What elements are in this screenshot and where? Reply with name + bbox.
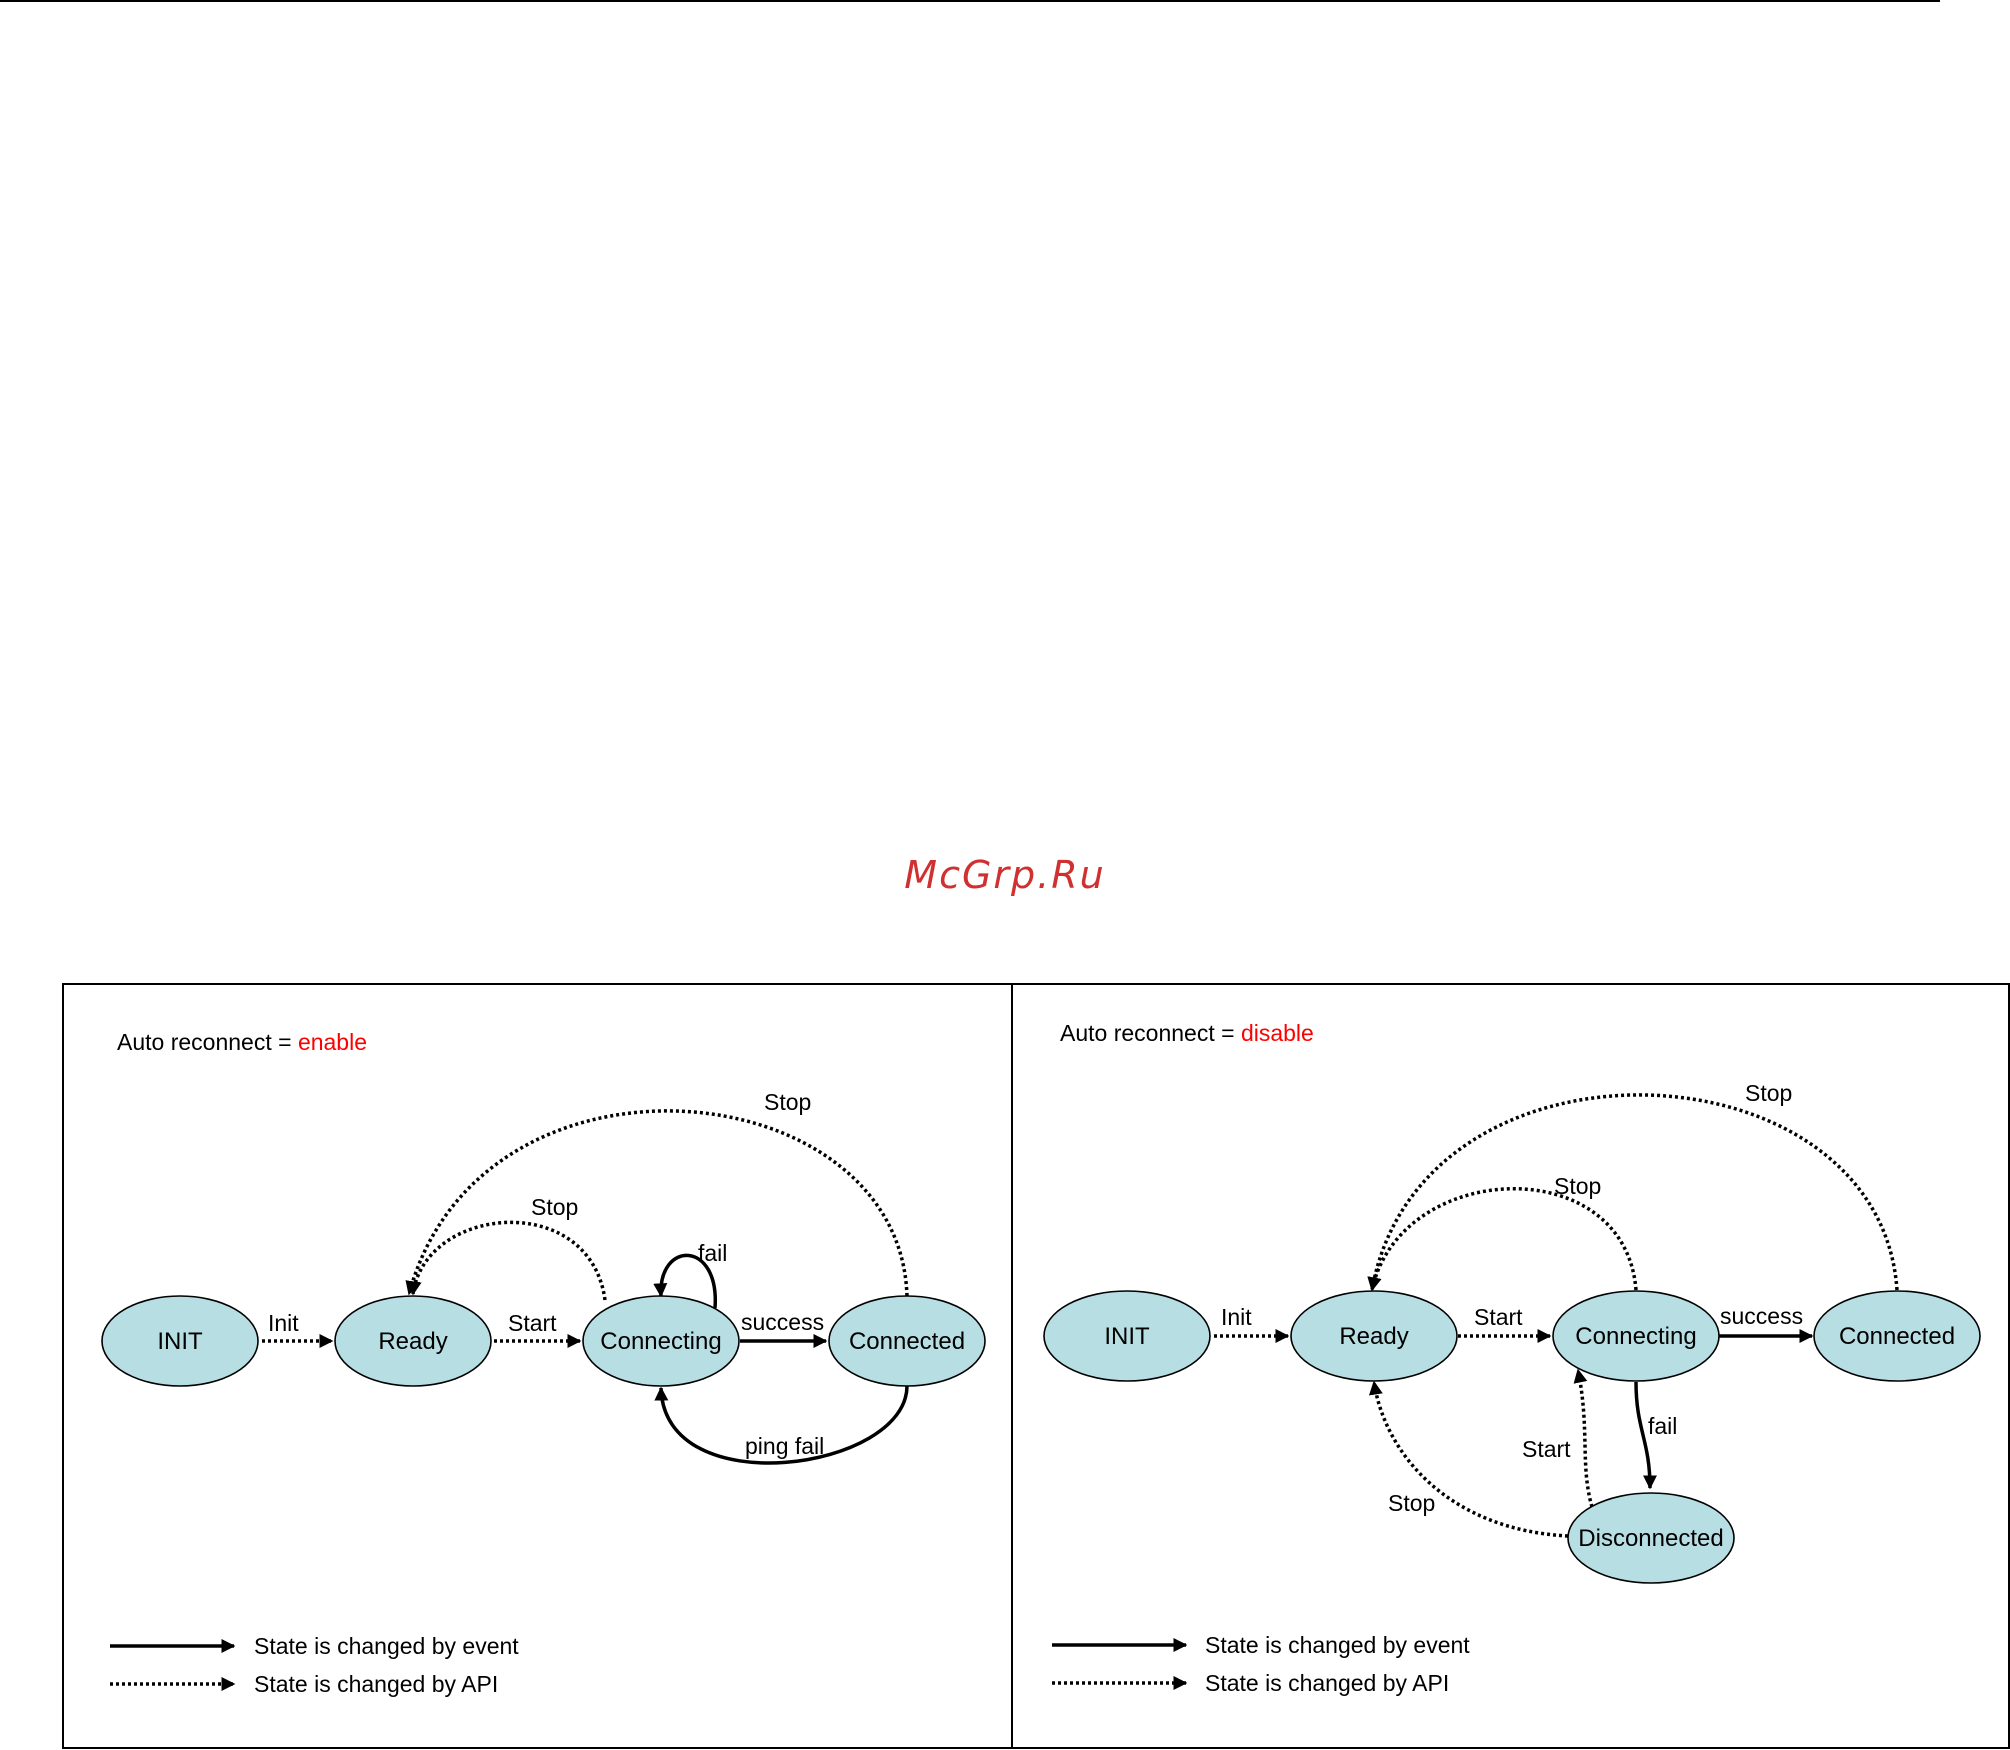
right-edge-stop-disconnected [1368, 1380, 1569, 1538]
right-label-start-disconnected: Start [1522, 1436, 1571, 1462]
left-node-init: INIT [101, 1295, 259, 1387]
right-panel-title: Auto reconnect = disable [1060, 1020, 1314, 1046]
right-node-connecting: Connecting [1552, 1290, 1720, 1382]
right-panel-title-value: disable [1241, 1020, 1314, 1046]
right-node-connecting-label: Connecting [1575, 1323, 1696, 1350]
left-node-init-label: INIT [157, 1328, 203, 1355]
left-node-connecting-label: Connecting [600, 1328, 721, 1355]
right-label-success: success [1720, 1303, 1803, 1329]
right-edge-stop-connected [1367, 1093, 1899, 1292]
left-label-start: Start [508, 1310, 557, 1336]
figure-frame [62, 983, 2010, 1749]
left-edge-fail-loop [653, 1253, 717, 1309]
right-edge-start-disconnected [1573, 1368, 1594, 1508]
right-label-stop-connected: Stop [1745, 1080, 1792, 1106]
left-node-connected-label: Connected [849, 1328, 965, 1355]
right-node-ready: Ready [1290, 1290, 1458, 1382]
left-edge-stop-connecting [407, 1220, 607, 1301]
left-panel-title: Auto reconnect = enable [117, 1029, 367, 1055]
right-label-init: Init [1221, 1304, 1252, 1330]
left-label-init: Init [268, 1310, 299, 1336]
left-panel-title-value: enable [298, 1029, 367, 1055]
right-node-connected-label: Connected [1839, 1323, 1955, 1350]
right-legend-api: State is changed by API [1205, 1670, 1449, 1696]
left-label-ping-fail: ping fail [745, 1433, 824, 1459]
right-label-fail: fail [1648, 1413, 1677, 1439]
right-node-disconnected-label: Disconnected [1578, 1525, 1723, 1552]
left-edge-stop-connected [405, 1109, 909, 1297]
watermark: McGrp.Ru [904, 853, 1106, 897]
right-edge-stop-connecting [1367, 1187, 1638, 1292]
left-node-ready-label: Ready [378, 1328, 447, 1355]
right-node-disconnected: Disconnected [1567, 1492, 1735, 1584]
left-legend-event: State is changed by event [254, 1633, 519, 1659]
right-label-stop-connecting: Stop [1554, 1173, 1601, 1199]
left-node-ready: Ready [334, 1295, 492, 1387]
right-node-init: INIT [1043, 1290, 1211, 1382]
left-panel: Auto reconnect = enable Init Start succe… [101, 1029, 986, 1697]
right-panel: Auto reconnect = disable Init Start succ… [1043, 1020, 1981, 1696]
right-node-ready-label: Ready [1339, 1323, 1408, 1350]
right-legend-event: State is changed by event [1205, 1632, 1470, 1658]
right-node-connected: Connected [1813, 1290, 1981, 1382]
left-label-stop-connecting: Stop [531, 1194, 578, 1220]
left-node-connected: Connected [828, 1295, 986, 1387]
left-label-stop-connected: Stop [764, 1089, 811, 1115]
top-rule [0, 0, 1940, 2]
left-node-connecting: Connecting [582, 1295, 740, 1387]
right-node-init-label: INIT [1104, 1323, 1150, 1350]
left-label-success: success [741, 1309, 824, 1335]
right-edge-fail [1634, 1381, 1657, 1490]
left-legend-api: State is changed by API [254, 1671, 498, 1697]
left-edge-ping-fail [654, 1385, 909, 1465]
left-label-fail: fail [698, 1240, 727, 1266]
right-label-stop-disconnected: Stop [1388, 1490, 1435, 1516]
right-label-start: Start [1474, 1304, 1523, 1330]
